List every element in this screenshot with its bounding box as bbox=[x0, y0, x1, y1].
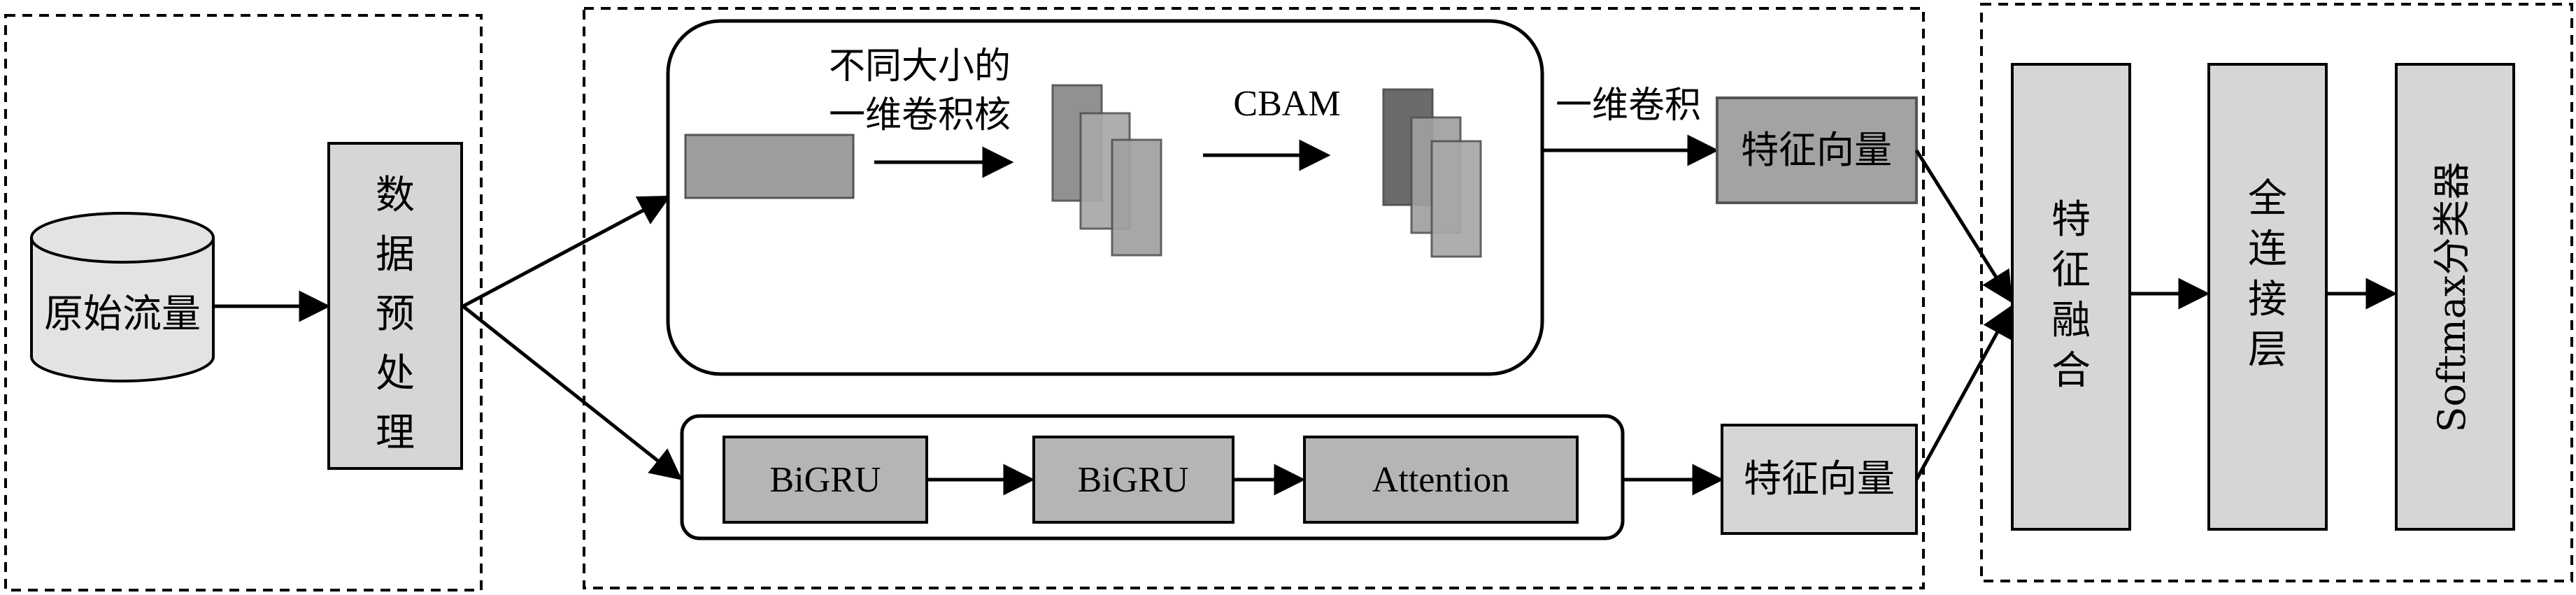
fusion-char-1: 特 bbox=[2051, 197, 2091, 243]
preprocess-char-1: 数 bbox=[376, 173, 415, 218]
feature-fusion-box: 特 征 融 合 bbox=[2011, 63, 2131, 531]
rnn-feature-vector-box: 特征向量 bbox=[1721, 424, 1918, 535]
input-sequence-bar bbox=[684, 134, 855, 199]
bigru-block-1-label: BiGRU bbox=[770, 460, 881, 500]
cbam-label: CBAM bbox=[1233, 84, 1340, 124]
bigru-block-2-label: BiGRU bbox=[1078, 460, 1189, 500]
cbam-feature-maps bbox=[1382, 88, 1482, 258]
attention-block-label: Attention bbox=[1372, 460, 1509, 500]
attention-block: Attention bbox=[1303, 436, 1579, 524]
softmax-classifier-label: Softmax分类器 bbox=[2430, 162, 2474, 432]
classification-head-frame bbox=[1980, 3, 2573, 582]
conv-feature-maps bbox=[1051, 84, 1162, 257]
feature-extraction-frame bbox=[583, 7, 1925, 589]
softmax-classifier-box: Softmax分类器 bbox=[2395, 63, 2515, 531]
arrow-cnn-vector-to-fusion bbox=[1914, 149, 2013, 303]
preprocess-char-4: 处 bbox=[376, 351, 415, 396]
arrow-preprocess-to-cnn bbox=[462, 195, 671, 308]
preprocess-box: 数 据 预 处 理 bbox=[327, 142, 463, 470]
fc-char-4: 层 bbox=[2248, 327, 2287, 373]
bigru-block-1: BiGRU bbox=[723, 436, 928, 524]
rnn-feature-vector-label: 特征向量 bbox=[1744, 457, 1895, 501]
cnn-feature-vector-label: 特征向量 bbox=[1741, 128, 1892, 172]
fc-char-3: 接 bbox=[2248, 277, 2287, 322]
raw-traffic-label: 原始流量 bbox=[44, 292, 201, 337]
cnn-feature-vector-box: 特征向量 bbox=[1716, 96, 1918, 204]
fusion-char-3: 融 bbox=[2051, 298, 2091, 343]
fc-char-1: 全 bbox=[2248, 176, 2287, 222]
fusion-char-4: 合 bbox=[2051, 348, 2091, 394]
fusion-char-2: 征 bbox=[2051, 248, 2091, 293]
raw-traffic-cylinder: 原始流量 bbox=[30, 212, 215, 382]
bigru-block-2: BiGRU bbox=[1032, 436, 1234, 524]
preprocess-char-2: 据 bbox=[376, 232, 415, 278]
arrow-rnn-vector-to-fusion bbox=[1914, 305, 2013, 481]
arrow-preprocess-to-bigru bbox=[462, 305, 683, 480]
conv-kernel-label-line2: 一维卷积核 bbox=[829, 94, 1011, 136]
preprocess-char-5: 理 bbox=[376, 410, 415, 456]
fc-char-2: 连 bbox=[2248, 227, 2287, 272]
input-group-frame bbox=[4, 14, 483, 592]
conv1d-label: 一维卷积 bbox=[1556, 85, 1701, 127]
conv-kernel-label-line1: 不同大小的 bbox=[829, 45, 1011, 87]
fully-connected-box: 全 连 接 层 bbox=[2207, 63, 2328, 531]
preprocess-char-3: 预 bbox=[376, 292, 415, 337]
